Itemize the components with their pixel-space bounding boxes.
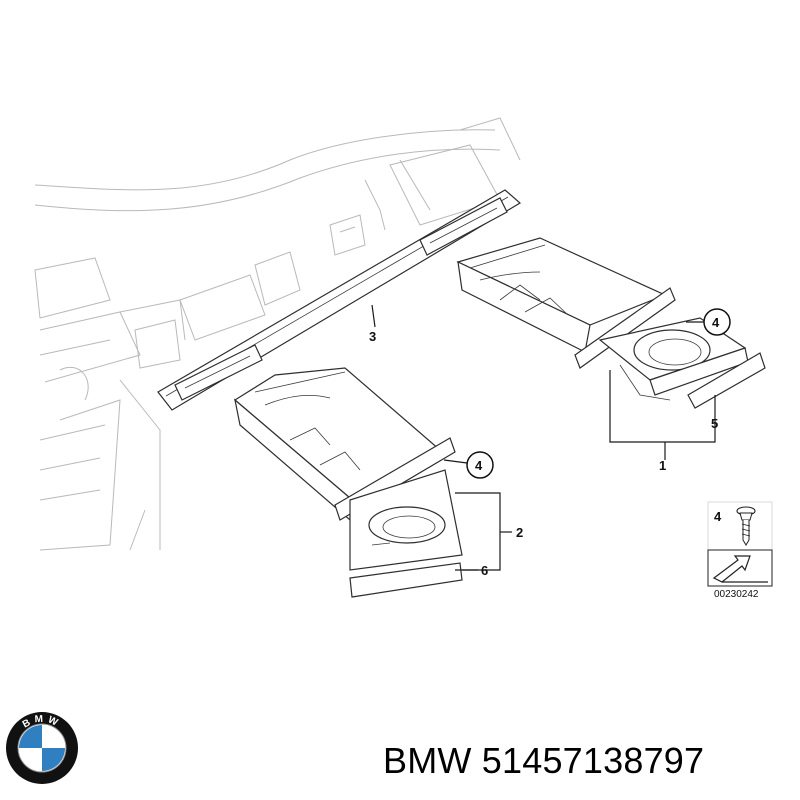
screw-legend: 4 00230242 [707,501,773,600]
trim-strip [157,189,522,411]
callouts: 3 1 5 2 6 4 4 [369,308,731,578]
leader-lines [371,304,716,571]
callout-1: 1 [659,458,666,473]
callout-4-circle-right [703,308,731,336]
callout-6: 6 [481,563,488,578]
dashboard-outline [34,117,521,551]
legend-item-number: 4 [714,509,722,524]
part-number: 51457138797 [481,740,705,781]
cupholder-left [233,367,463,598]
callout-4-right: 4 [712,315,720,330]
brand-name: BMW [383,740,472,781]
arrow-icon [712,555,768,583]
bmw-logo-icon: BMW [6,712,78,784]
screw-icon [736,506,756,546]
callout-4-left: 4 [475,458,483,473]
cupholder-right [456,237,766,409]
callout-2: 2 [516,525,523,540]
part-caption: BMW 51457138797 [383,740,704,782]
callout-3: 3 [369,329,376,344]
legend-image-code: 00230242 [714,589,759,600]
callout-4-circle-left [466,451,494,479]
callout-5: 5 [711,416,718,431]
